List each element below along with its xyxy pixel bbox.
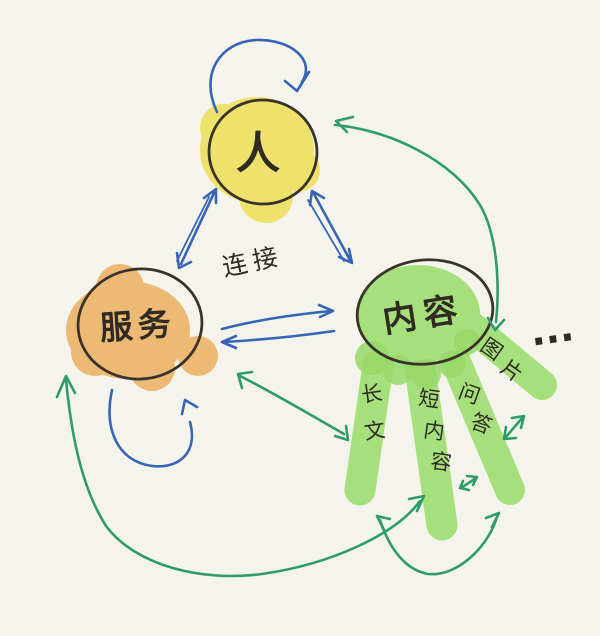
- finger-longtext: [344, 349, 394, 506]
- longtext-finger-label: 长 文: [360, 381, 387, 445]
- svg-text:容: 容: [429, 449, 453, 476]
- service-node-outline: [76, 267, 204, 381]
- content-node-fill: [344, 265, 557, 541]
- person-node-outline: [207, 98, 319, 206]
- finger-qa: [438, 340, 525, 505]
- svg-text:文: 文: [363, 418, 387, 445]
- connection-edge-label: 连接: [220, 241, 287, 282]
- service-to-content-arrow: [220, 303, 335, 331]
- qa-image-double-arrow: [502, 414, 526, 441]
- person-node-label: 人: [236, 128, 280, 179]
- service-longtext-arrow: [236, 370, 350, 442]
- svg-text:内: 内: [422, 418, 446, 445]
- svg-text:短: 短: [417, 386, 441, 413]
- finger-shortcontent: [404, 352, 458, 541]
- finger-image: [455, 310, 557, 400]
- more-content-types-ellipsis: ...: [527, 305, 576, 355]
- fingers-bottom-u-arrow: [375, 511, 501, 576]
- person-self-loop-arrow: [209, 38, 311, 114]
- shortcontent-qa-double-arrow: [458, 474, 479, 492]
- person-service-arrow: [175, 187, 218, 270]
- svg-text:长: 长: [360, 381, 384, 408]
- shortcontent-finger-label: 短 内 容: [417, 386, 453, 476]
- content-node-outline: [355, 258, 495, 366]
- content-service-bottom-curve-arrow: [55, 374, 426, 578]
- person-image-curve-arrow: [333, 115, 506, 332]
- service-self-loop-arrow: [108, 388, 199, 468]
- person-content-arrow: [307, 189, 354, 265]
- person-node-fill: [200, 97, 320, 223]
- service-node-label: 服务: [98, 303, 177, 347]
- content-to-service-arrow: [220, 329, 336, 350]
